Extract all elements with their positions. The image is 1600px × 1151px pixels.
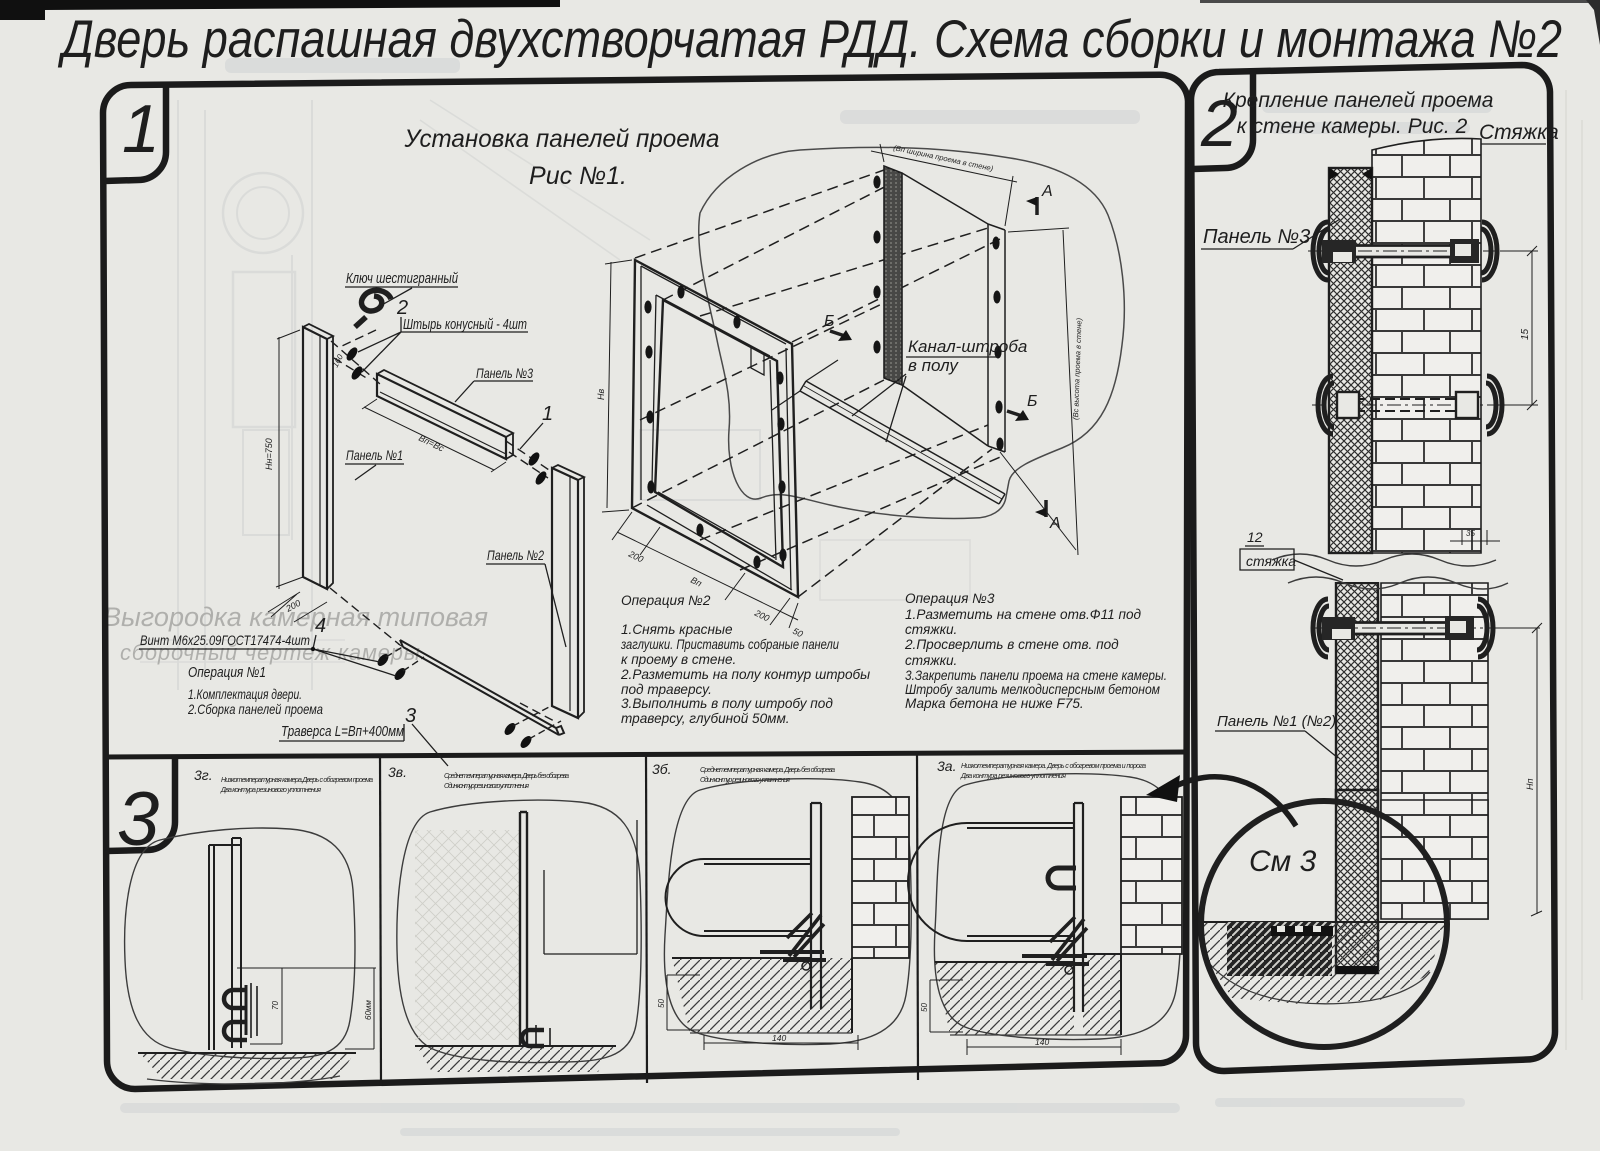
svg-text:1.Снять красные: 1.Снять красные — [621, 622, 733, 637]
svg-text:Панель №3: Панель №3 — [1203, 226, 1310, 248]
svg-text:Один контур резинового уплотне: Один контур резинового уплотнения — [444, 782, 529, 790]
svg-text:Винт М6х25.09ГОСТ17474-4шт: Винт М6х25.09ГОСТ17474-4шт — [140, 632, 310, 648]
svg-text:стяжки.: стяжки. — [905, 622, 957, 637]
svg-text:Среднетемпературная камера. Дв: Среднетемпературная камера. Дверь без об… — [444, 772, 569, 780]
svg-text:3.Закрепить панели проема на с: 3.Закрепить панели проема на стене камер… — [905, 668, 1167, 683]
svg-text:Нп: Нп — [1525, 779, 1535, 790]
svg-text:стяжка: стяжка — [1246, 553, 1296, 569]
svg-text:140: 140 — [772, 1033, 786, 1043]
svg-text:Панель №1 (№2): Панель №1 (№2) — [1217, 713, 1336, 730]
svg-text:Марка бетона не ниже F75.: Марка бетона не ниже F75. — [905, 696, 1084, 711]
svg-text:2: 2 — [1200, 86, 1238, 160]
svg-text:35: 35 — [1466, 529, 1475, 538]
svg-text:заглушки. Приставить собраные: заглушки. Приставить собраные панели — [620, 637, 839, 652]
svg-text:под траверсу.: под траверсу. — [621, 682, 712, 697]
svg-text:Крепление панелей проема: Крепление панелей проема — [1223, 89, 1494, 112]
svg-text:траверсу, глубиной 50мм.: траверсу, глубиной 50мм. — [621, 711, 790, 726]
svg-text:См 3: См 3 — [1249, 845, 1317, 878]
svg-text:15: 15 — [1520, 328, 1531, 340]
svg-text:Ключ шестигранный: Ключ шестигранный — [346, 271, 458, 287]
svg-text:3г.: 3г. — [194, 767, 213, 783]
svg-text:(Вс высота проема в стене): (Вс высота проема в стене) — [1071, 317, 1084, 420]
svg-text:3: 3 — [405, 705, 416, 727]
svg-text:сборочный чертеж камеры: сборочный чертеж камеры — [120, 640, 420, 665]
svg-text:4: 4 — [315, 615, 326, 637]
svg-text:Штырь конусный - 4шт: Штырь конусный - 4шт — [403, 317, 527, 333]
svg-text:Б: Б — [824, 313, 834, 330]
svg-text:1: 1 — [122, 91, 160, 167]
svg-text:Выгородка камерная типовая: Выгородка камерная типовая — [103, 602, 488, 632]
svg-text:3: 3 — [117, 777, 159, 862]
svg-text:12: 12 — [1247, 529, 1263, 545]
svg-text:Траверса L=Вп+400мм: Траверса L=Вп+400мм — [281, 723, 404, 740]
svg-text:3.Выполнить в полу штробу под: 3.Выполнить в полу штробу под — [621, 696, 833, 711]
svg-text:Два контура резинового уплотне: Два контура резинового уплотнения — [220, 787, 321, 794]
svg-text:Низкотемпературная камера. Две: Низкотемпературная камера. Дверь с обогр… — [961, 762, 1146, 770]
svg-text:50: 50 — [920, 1003, 929, 1012]
svg-text:Канал-штроба: Канал-штроба — [908, 337, 1027, 356]
svg-text:3в.: 3в. — [388, 764, 407, 780]
svg-text:Операция №1: Операция №1 — [188, 665, 266, 681]
svg-text:Вп: Вп — [689, 575, 703, 589]
svg-text:1.Комплектация двери.: 1.Комплектация двери. — [188, 686, 302, 702]
svg-text:к проему в стене.: к проему в стене. — [621, 652, 736, 667]
svg-text:А: А — [1049, 515, 1061, 532]
svg-text:1: 1 — [542, 403, 553, 425]
svg-text:Низкотемпературная камера.Двер: Низкотемпературная камера.Дверь с обогре… — [221, 776, 373, 784]
svg-text:50: 50 — [657, 999, 666, 1008]
svg-text:70: 70 — [271, 1001, 280, 1010]
svg-text:стяжки.: стяжки. — [905, 653, 957, 668]
svg-text:в полу: в полу — [908, 356, 959, 375]
svg-text:1.Разметить на стене отв.Ф11 п: 1.Разметить на стене отв.Ф11 под — [905, 607, 1141, 622]
svg-text:2: 2 — [396, 297, 408, 319]
svg-text:140: 140 — [1035, 1037, 1049, 1047]
svg-text:Дверь распашная двухстворчатая: Дверь распашная двухстворчатая РДД. Схем… — [58, 10, 1562, 69]
svg-text:2.Просверлить в стене отв. по: 2.Просверлить в стене отв. под — [904, 637, 1119, 652]
svg-text:2.Разметить на полу контур штр: 2.Разметить на полу контур штробы — [620, 667, 870, 682]
svg-text:Операция №3: Операция №3 — [905, 591, 995, 606]
svg-text:Операция №2: Операция №2 — [621, 593, 711, 608]
svg-text:Панель №3: Панель №3 — [476, 365, 533, 381]
svg-text:Панель №1: Панель №1 — [346, 447, 403, 463]
svg-text:3б.: 3б. — [652, 761, 672, 777]
svg-text:Установка панелей проема: Установка панелей проема — [404, 125, 720, 153]
svg-text:Нв: Нв — [596, 389, 606, 400]
svg-text:к стене камеры. Рис. 2: к стене камеры. Рис. 2 — [1237, 115, 1468, 138]
svg-text:Штробу залить мелкодисперсным: Штробу залить мелкодисперсным бетоном — [905, 682, 1161, 697]
svg-text:Стяжка: Стяжка — [1479, 121, 1559, 144]
svg-text:Hн=750: Hн=750 — [264, 438, 274, 470]
svg-text:Б: Б — [1027, 393, 1037, 410]
svg-text:Рис №1.: Рис №1. — [529, 162, 627, 190]
svg-text:А: А — [1041, 183, 1053, 200]
svg-text:50: 50 — [791, 626, 804, 639]
svg-text:Один контур резинового уплотне: Один контур резинового уплотнения — [700, 776, 790, 784]
svg-text:2.Сборка панелей проема: 2.Сборка панелей проема — [187, 701, 323, 717]
svg-text:Панель №2: Панель №2 — [487, 547, 544, 563]
svg-text:3а.: 3а. — [937, 758, 956, 774]
svg-text:60мм: 60мм — [364, 1000, 373, 1020]
svg-text:Среднетемпературная камера. Дв: Среднетемпературная камера. Дверь без об… — [700, 766, 835, 774]
